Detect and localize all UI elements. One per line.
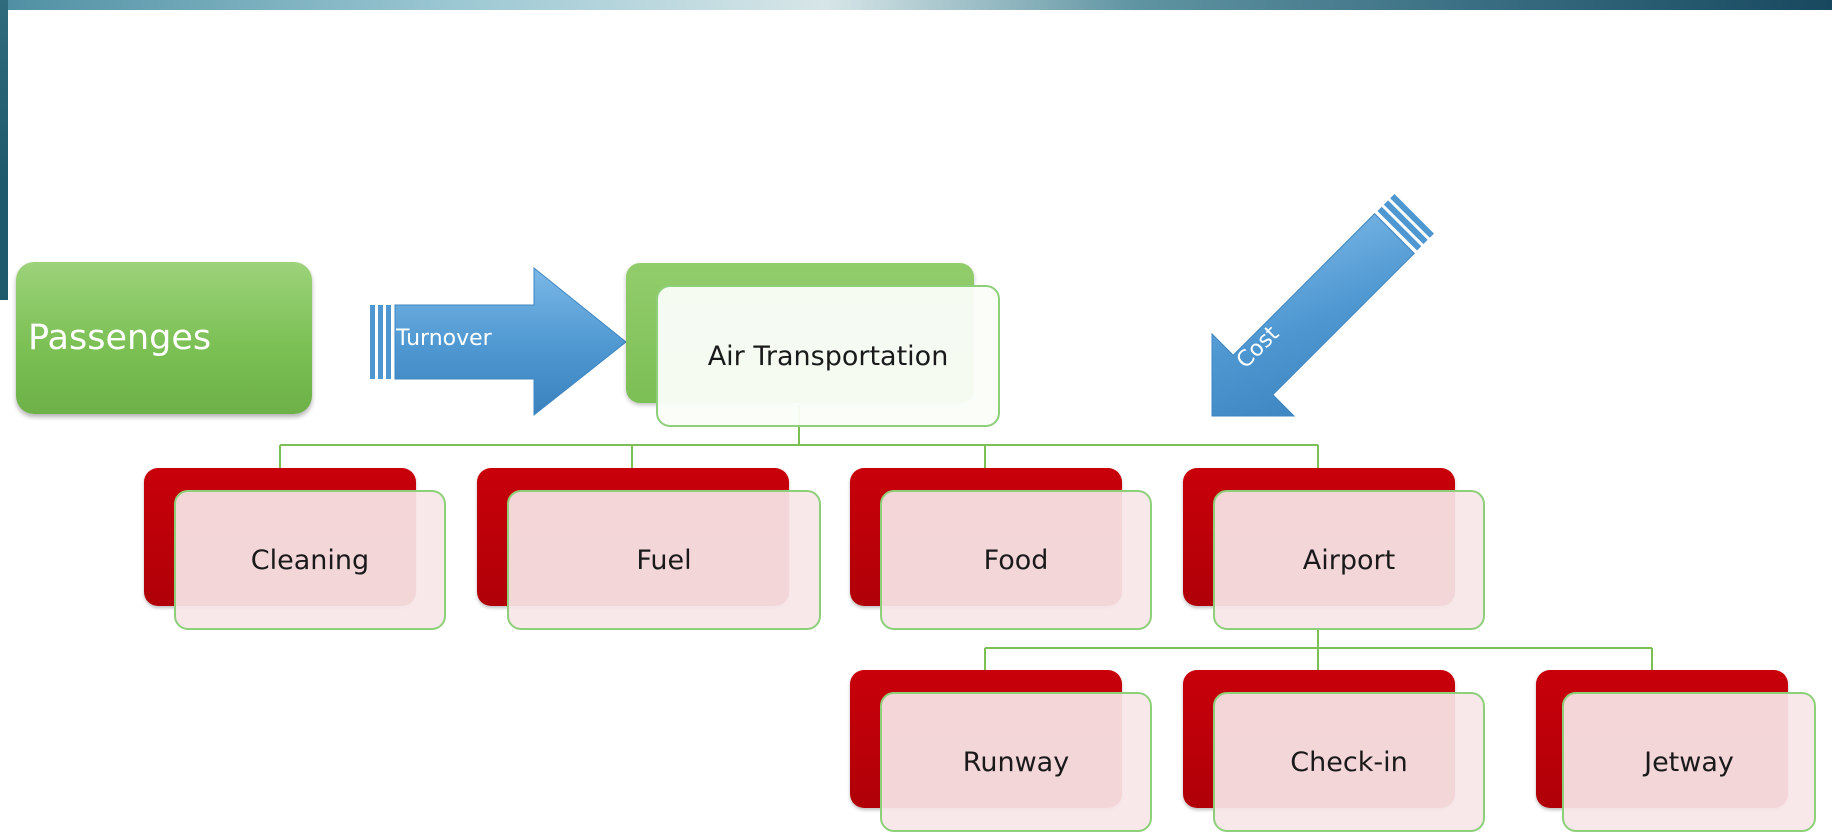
check-in-box: Check-in (1213, 692, 1485, 832)
air-transportation-box: Air Transportation (656, 285, 1000, 427)
left-banner-strip (0, 0, 8, 300)
cost-arrow (1211, 193, 1435, 417)
turnover-label: Turnover (396, 326, 492, 351)
passengers-label: Passenges (28, 318, 212, 358)
jetway-box: Jetway (1562, 692, 1816, 832)
passengers-node: Passenges (16, 262, 312, 414)
runway-label: Runway (962, 746, 1070, 778)
connectors-level-2 (984, 628, 1653, 670)
top-banner (0, 0, 1832, 10)
check-in-label: Check-in (1290, 746, 1408, 778)
airport-label: Airport (1302, 544, 1396, 576)
food-box: Food (880, 490, 1152, 630)
fuel-label: Fuel (636, 544, 692, 576)
food-label: Food (983, 544, 1049, 576)
fuel-box: Fuel (507, 490, 821, 630)
cleaning-box: Cleaning (174, 490, 446, 630)
air-transportation-label: Air Transportation (707, 340, 949, 372)
jetway-label: Jetway (1644, 746, 1734, 778)
airport-box: Airport (1213, 490, 1485, 630)
cleaning-label: Cleaning (250, 544, 370, 576)
turnover-arrow (370, 266, 627, 417)
runway-box: Runway (880, 692, 1152, 832)
